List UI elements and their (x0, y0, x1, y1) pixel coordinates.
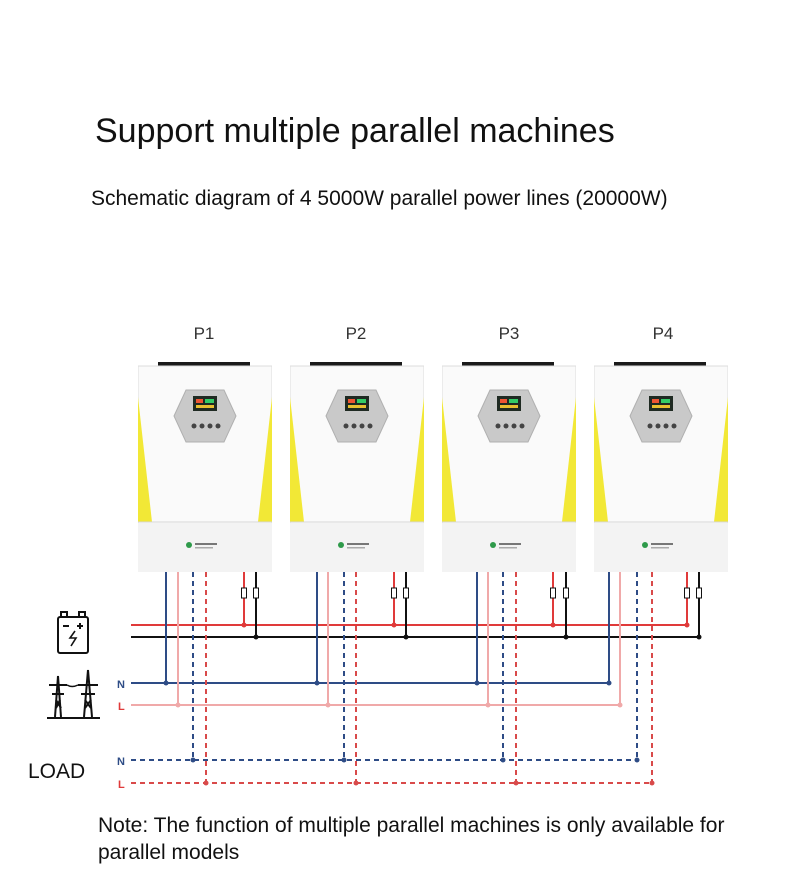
control-panel (477, 389, 541, 443)
control-panel (173, 389, 237, 443)
load-label: LOAD (28, 760, 86, 783)
page-subtitle: Schematic diagram of 4 5000W parallel po… (91, 187, 668, 210)
unit-wires-p1 (163, 572, 259, 786)
page-title: Support multiple parallel machines (95, 112, 615, 150)
brand-logo (338, 542, 369, 549)
grid-n-label: N (117, 679, 125, 691)
load-l-label: L (118, 779, 125, 791)
unit-label-p4: P4 (652, 324, 674, 343)
unit-wires-p2 (314, 572, 409, 786)
inverter-p2 (290, 362, 424, 572)
unit-wires-p3 (474, 572, 569, 786)
unit-label-p1: P1 (193, 324, 215, 343)
unit-label-p2: P2 (345, 324, 367, 343)
unit-label-p3: P3 (498, 324, 520, 343)
unit-wires-p4 (606, 572, 702, 786)
inverter-p3 (442, 362, 576, 572)
inverter-p1 (138, 362, 272, 572)
control-panel (325, 389, 389, 443)
brand-logo (490, 542, 521, 549)
unit-wire-drops (163, 572, 702, 786)
note-text: Note: The function of multiple parallel … (98, 814, 725, 864)
inverter-p4 (594, 362, 728, 572)
grid-l-label: L (118, 701, 125, 713)
load-n-label: N (117, 756, 125, 768)
battery-icon (57, 611, 89, 654)
brand-logo (186, 542, 217, 549)
brand-logo (642, 542, 673, 549)
control-panel (629, 389, 693, 443)
power-tower-icon (47, 669, 100, 719)
